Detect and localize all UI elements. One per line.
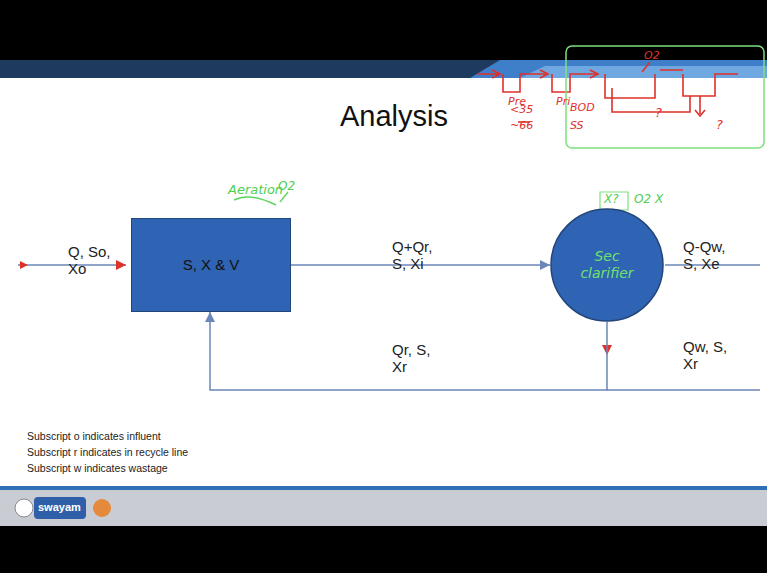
footnote: Subscript w indicates wastage: [27, 462, 168, 474]
hand-note: ?: [716, 118, 723, 133]
hand-note: O2: [278, 180, 295, 194]
hand-note: O2: [644, 50, 660, 63]
hand-note: Aeration: [228, 183, 283, 198]
footer-line: [0, 486, 767, 490]
hand-sketch: [478, 62, 738, 122]
hand-note: BOD: [570, 102, 595, 115]
hand-note: O2 X: [634, 193, 663, 207]
aeration-tank: S, X & V: [131, 218, 291, 312]
footer-band: [0, 490, 767, 526]
header-strip: [0, 60, 767, 78]
flow-label: Qr, S, Xr: [392, 341, 444, 376]
flow-label: Qw, S, Xr: [683, 338, 743, 373]
node-text: Sec clarifier: [572, 248, 643, 282]
hand-note: SS: [570, 120, 584, 133]
header-accent: [470, 60, 767, 78]
flow-connector: [205, 312, 607, 390]
hand-note: Pri: [556, 96, 570, 109]
hand-note: <35: [510, 104, 533, 117]
logo-icon: [15, 499, 33, 517]
flow-label: Q, So, Xo: [68, 243, 116, 278]
footnote: Subscript o indicates influent: [27, 430, 161, 442]
hand-note: ?: [655, 106, 662, 121]
logo-badge: [34, 497, 86, 519]
clarifier-circle: Sec clarifier: [550, 208, 664, 322]
arrow-head: [116, 260, 126, 270]
header-accent: [520, 66, 767, 78]
arrow-head: [20, 261, 28, 269]
hand-note: X?: [604, 193, 619, 207]
flow-label: Q-Qw, S, Xe: [683, 238, 743, 273]
hand-highlight: [600, 192, 628, 210]
slide-title: Analysis: [340, 100, 448, 133]
flow-label: Q+Qr, S, Xi: [392, 238, 444, 273]
hand-note: ~66: [510, 120, 533, 133]
hand-highlight: [566, 46, 764, 148]
logo-text: swayam: [38, 501, 81, 514]
logo-icon: [93, 499, 111, 517]
bottom-bar: [0, 526, 767, 573]
node-text: S, X & V: [183, 256, 240, 274]
footnote: Subscript r indicates in recycle line: [27, 446, 188, 458]
